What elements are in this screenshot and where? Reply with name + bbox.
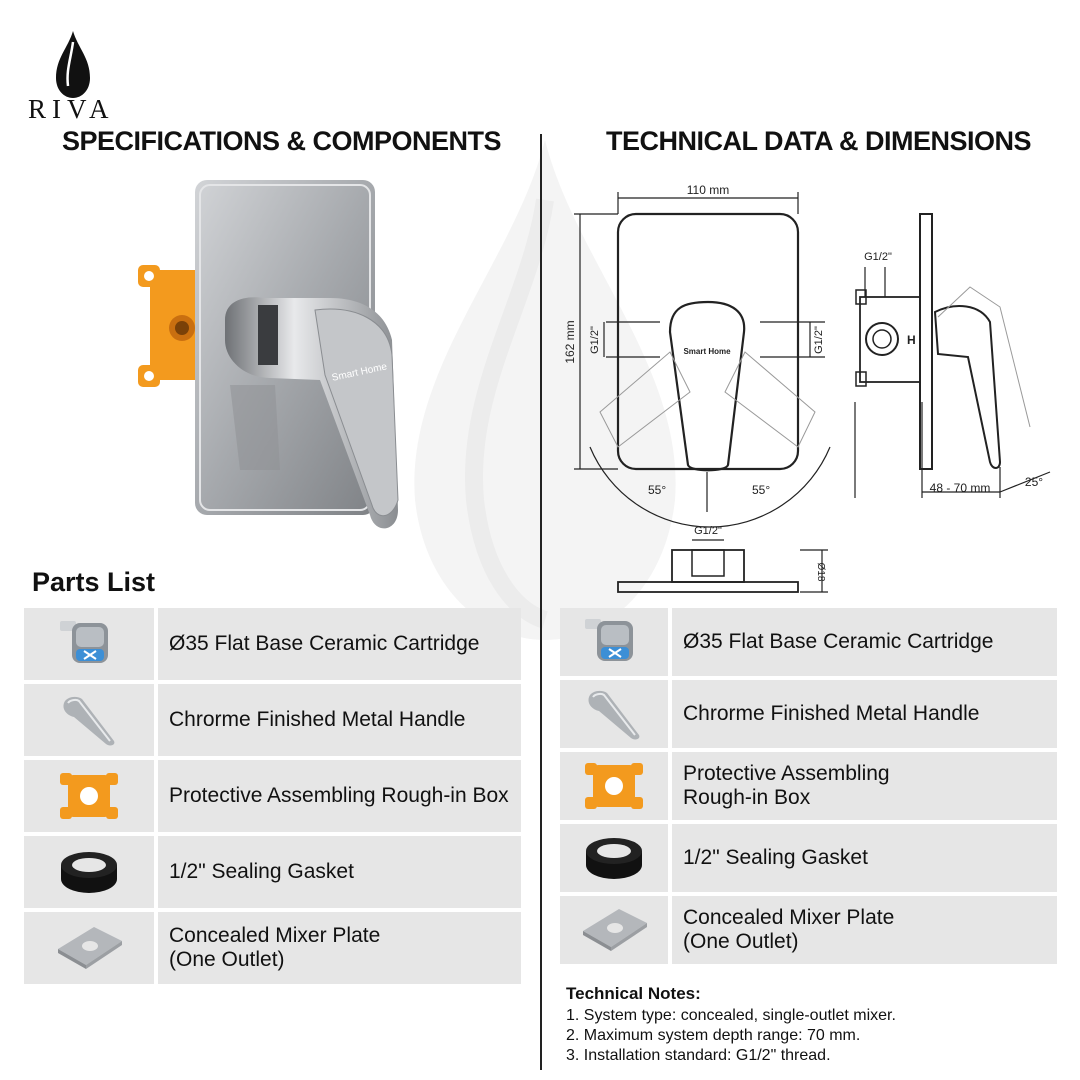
ceramic-cartridge-icon [560,608,668,676]
sealing-gasket-icon [560,824,668,892]
table-row: Chrorme Finished Metal Handle [24,684,521,756]
thread-left-label: G1/2" [589,326,601,354]
thread-right-label: G1/2" [813,326,825,354]
part-label: Concealed Mixer Plate(One Outlet) [158,912,521,984]
depth-label: 48 - 70 mm [930,481,991,495]
part-label: 1/2" Sealing Gasket [158,836,521,908]
technical-notes: Technical Notes: 1. System type: conceal… [566,984,1056,1066]
parts-list-title: Parts List [32,567,156,597]
table-row: 1/2" Sealing Gasket [560,824,1057,892]
technical-data-title: TECHNICAL DATA & DIMENSIONS [606,126,1032,156]
sealing-gasket-icon [24,836,154,908]
ceramic-cartridge-icon [24,608,154,680]
part-label: Protective Assembling Rough-in Box [158,760,521,832]
brand-name: RIVA [28,94,115,124]
notes-title: Technical Notes: [566,984,701,1003]
table-row: Concealed Mixer Plate(One Outlet) [24,912,521,984]
table-row: 1/2" Sealing Gasket [24,836,521,908]
rough-in-box-icon [24,760,154,832]
table-row: Protective Assembling Rough-in Box [24,760,521,832]
table-row: Concealed Mixer Plate(One Outlet) [560,896,1057,964]
parts-table-right: Ø35 Flat Base Ceramic Cartridge Chrorme … [560,608,1057,968]
table-row: Ø35 Flat Base Ceramic Cartridge [24,608,521,680]
specifications-title: SPECIFICATIONS & COMPONENTS [62,126,502,156]
width-dimension-label: 110 mm [687,183,729,197]
mixer-plate-icon [560,896,668,964]
mixer-plate-icon [24,912,154,984]
bottom-thread-label: G1/2" [694,525,722,537]
column-divider [540,134,542,1070]
metal-handle-icon [560,680,668,748]
height-dimension-label: 162 mm [563,320,577,363]
part-label: Chrorme Finished Metal Handle [158,684,521,756]
part-label: Chrorme Finished Metal Handle [672,680,1057,748]
rough-in-box-icon [560,752,668,820]
handle-brand-label: Smart Home [683,347,731,356]
table-row: Chrorme Finished Metal Handle [560,680,1057,748]
part-label: Ø35 Flat Base Ceramic Cartridge [158,608,521,680]
technical-drawing: 110 mm 162 mm G1/2" G1/2" Smart Home 55°… [563,183,1051,593]
side-thread-label: G1/2" [864,251,892,263]
handle-front-outline [668,300,746,472]
tilt-label: 25° [1025,475,1043,489]
bottom-dim-label: Ø18 [815,563,826,582]
bottom-view-outline [617,581,799,593]
note-item: 2. Maximum system depth range: 70 mm. [566,1027,861,1044]
parts-table-left: Ø35 Flat Base Ceramic Cartridge Chrorme … [24,608,521,988]
metal-handle-icon [24,684,154,756]
side-h-label: H [907,333,916,347]
water-drop-logo-icon [56,31,90,98]
note-item: 3. Installation standard: G1/2" thread. [566,1047,831,1064]
product-image: Smart Home [138,180,399,529]
part-label: Concealed Mixer Plate(One Outlet) [672,896,1057,964]
table-row: Ø35 Flat Base Ceramic Cartridge [560,608,1057,676]
part-label: Ø35 Flat Base Ceramic Cartridge [672,608,1057,676]
part-label: 1/2" Sealing Gasket [672,824,1057,892]
note-item: 1. System type: concealed, single-outlet… [566,1007,896,1024]
front-plate-outline [616,212,800,471]
angle-left-label: 55° [648,483,666,497]
angle-right-label: 55° [752,483,770,497]
